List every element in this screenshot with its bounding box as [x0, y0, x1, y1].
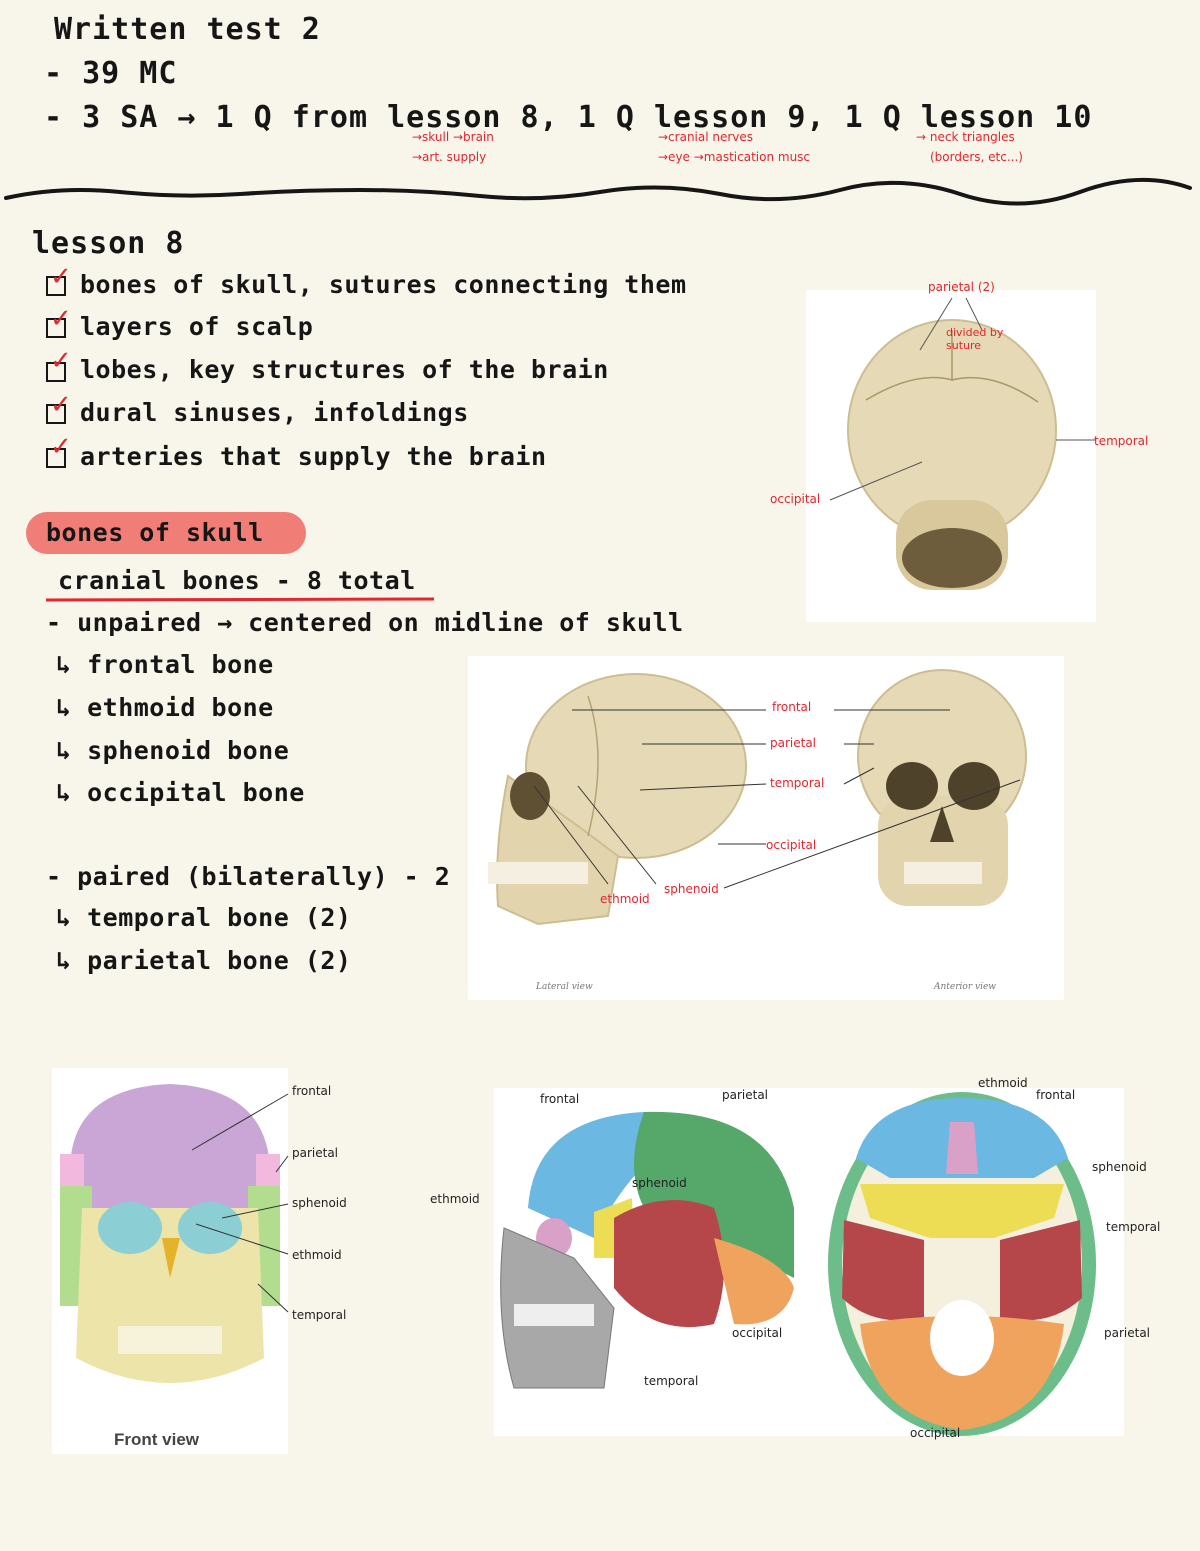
lesson10-note-a: → neck triangles	[916, 130, 1015, 144]
base-label-ethmoid: ethmoid	[978, 1076, 1028, 1090]
lesson8-note-b: →art. supply	[412, 150, 487, 164]
base-label-temporal: temporal	[1106, 1220, 1161, 1234]
colored-label-frontal: frontal	[540, 1092, 580, 1106]
lesson10-note-b: (borders, etc...)	[930, 150, 1023, 164]
front-label-frontal: frontal	[292, 1084, 332, 1098]
posterior-label-occipital: occipital	[770, 492, 821, 506]
front-view-figure: Front view	[52, 1068, 289, 1454]
checkmark-icon: ✓	[50, 304, 72, 334]
test-title: Written test 2	[54, 12, 321, 47]
mc-count: - 39 MC	[44, 56, 178, 91]
front-label-temporal: temporal	[292, 1308, 347, 1322]
checklist-item: lobes, key structures of the brain	[80, 355, 609, 384]
checkbox-5[interactable]	[46, 448, 66, 468]
checkmark-icon: ✓	[50, 432, 72, 462]
unpaired-item: ↳ sphenoid bone	[56, 736, 290, 765]
section-highlight	[26, 512, 306, 554]
checkbox-2[interactable]	[46, 318, 66, 338]
checklist-item: bones of skull, sutures connecting them	[80, 270, 687, 299]
lateral-label-occipital: occipital	[766, 838, 817, 852]
front-label-ethmoid: ethmoid	[292, 1248, 342, 1262]
colored-label-ethmoid: ethmoid	[430, 1192, 480, 1206]
posterior-skull-figure	[806, 290, 1096, 622]
base-label-sphenoid: sphenoid	[1092, 1160, 1147, 1174]
unpaired-item: ↳ ethmoid bone	[56, 693, 274, 722]
unpaired-item: ↳ occipital bone	[56, 778, 305, 807]
front-view-drawing	[60, 1084, 289, 1383]
lateral-caption: Lateral view	[536, 982, 593, 992]
section-heading: bones of skull	[46, 518, 264, 547]
checkbox-3[interactable]	[46, 362, 66, 382]
lateral-anterior-drawing	[488, 669, 1027, 926]
checkmark-icon: ✓	[50, 346, 72, 376]
checklist-item: layers of scalp	[80, 312, 314, 341]
lesson-title: lesson 8	[32, 226, 185, 261]
colored-label-sphenoid: sphenoid	[632, 1176, 687, 1190]
checkmark-icon: ✓	[50, 262, 72, 292]
lateral-label-sphenoid: sphenoid	[664, 882, 719, 896]
unpaired-note: - unpaired → centered on midline of skul…	[46, 608, 684, 637]
checkmark-icon: ✓	[50, 390, 72, 420]
posterior-label-parietal: parietal (2)	[928, 280, 995, 294]
colored-label-parietal: parietal	[722, 1088, 769, 1102]
cranial-subheading: cranial bones - 8 total	[58, 566, 416, 595]
sa-breakdown: - 3 SA → 1 Q from lesson 8, 1 Q lesson 9…	[44, 100, 1093, 135]
checkbox-4[interactable]	[46, 404, 66, 424]
lateral-label-frontal: frontal	[772, 700, 812, 714]
unpaired-item: ↳ frontal bone	[56, 650, 274, 679]
lateral-label-parietal: parietal	[770, 736, 817, 750]
base-label-occipital: occipital	[910, 1426, 961, 1440]
paired-item: ↳ temporal bone (2)	[56, 903, 352, 932]
checklist-item: dural sinuses, infoldings	[80, 398, 469, 427]
front-label-sphenoid: sphenoid	[292, 1196, 347, 1210]
colored-skull-drawing	[500, 1092, 1096, 1436]
anterior-caption: Anterior view	[934, 982, 996, 992]
paired-item: ↳ parietal bone (2)	[56, 946, 352, 975]
front-view-caption: Front view	[114, 1430, 200, 1449]
checklist-item: arteries that supply the brain	[80, 442, 547, 471]
wavy-divider	[4, 177, 1192, 206]
lateral-anterior-figure: Lateral view Anterior view	[468, 656, 1064, 1000]
base-label-frontal: frontal	[1036, 1088, 1076, 1102]
lesson8-note-a: →skull →brain	[412, 130, 494, 144]
lateral-label-temporal: temporal	[770, 776, 825, 790]
subheading-underline	[45, 597, 435, 602]
lesson9-note-a: →cranial nerves	[658, 130, 754, 144]
colored-label-temporal: temporal	[644, 1374, 699, 1388]
posterior-label-temporal: temporal	[1094, 434, 1149, 448]
front-label-parietal: parietal	[292, 1146, 339, 1160]
checkbox-1[interactable]	[46, 276, 66, 296]
colored-label-occipital: occipital	[732, 1326, 783, 1340]
paired-note: - paired (bilaterally) - 2	[46, 862, 451, 891]
posterior-label-sutures: divided by suture	[946, 326, 1004, 352]
lesson9-note-b: →eye →mastication musc	[658, 150, 811, 164]
base-label-parietal: parietal	[1104, 1326, 1151, 1340]
lateral-label-ethmoid: ethmoid	[600, 892, 650, 906]
posterior-skull-drawing	[829, 297, 1096, 590]
colored-skull-figure	[494, 1088, 1124, 1436]
